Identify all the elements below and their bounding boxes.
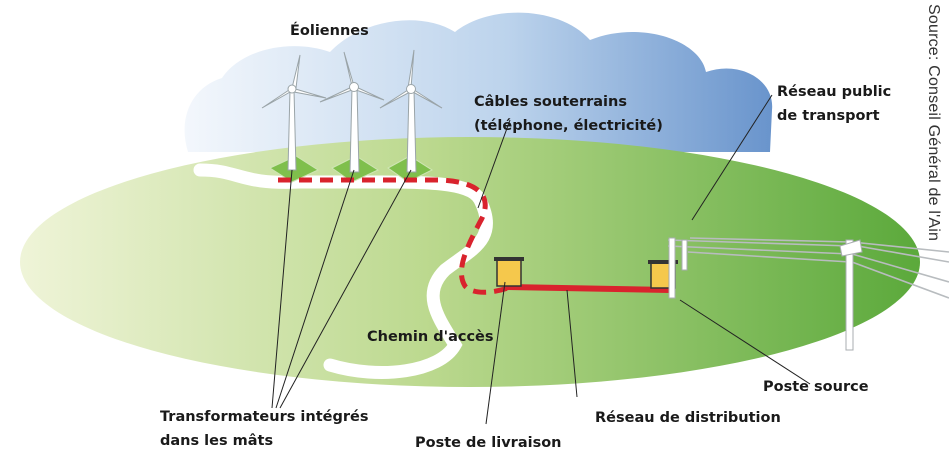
wind-turbine-3 bbox=[379, 49, 443, 173]
wind-turbine-1 bbox=[261, 54, 327, 171]
source-substation-pylon bbox=[668, 237, 688, 299]
distribution-network bbox=[504, 284, 671, 293]
label-cables-line2: (téléphone, électricité) bbox=[474, 118, 663, 134]
delivery-substation-left bbox=[494, 257, 524, 287]
transmission-tower bbox=[839, 239, 863, 351]
ground bbox=[20, 137, 920, 387]
sky-cloud bbox=[184, 12, 773, 152]
underground-cable bbox=[278, 177, 509, 295]
leader-lines bbox=[271, 94, 811, 425]
power-lines bbox=[667, 237, 949, 299]
label-chemin-acces: Chemin d'accès bbox=[367, 329, 494, 345]
label-transformateurs-line2: dans les mâts bbox=[160, 433, 274, 449]
label-reseau-public-line2: de transport bbox=[777, 108, 880, 124]
label-poste-livraison: Poste de livraison bbox=[415, 435, 562, 451]
label-cables-line1: Câbles souterrains bbox=[474, 94, 627, 110]
label-reseau-distribution: Réseau de distribution bbox=[595, 410, 781, 426]
label-eoliennes: Éoliennes bbox=[290, 23, 369, 39]
label-reseau-public-line1: Réseau public bbox=[777, 84, 892, 100]
label-poste-source: Poste source bbox=[763, 379, 869, 395]
wind-turbine-2 bbox=[319, 51, 385, 173]
label-transformateurs-line1: Transformateurs intégrés bbox=[160, 409, 369, 425]
source-credit: Source: Conseil Général de l'Ain bbox=[925, 4, 942, 242]
